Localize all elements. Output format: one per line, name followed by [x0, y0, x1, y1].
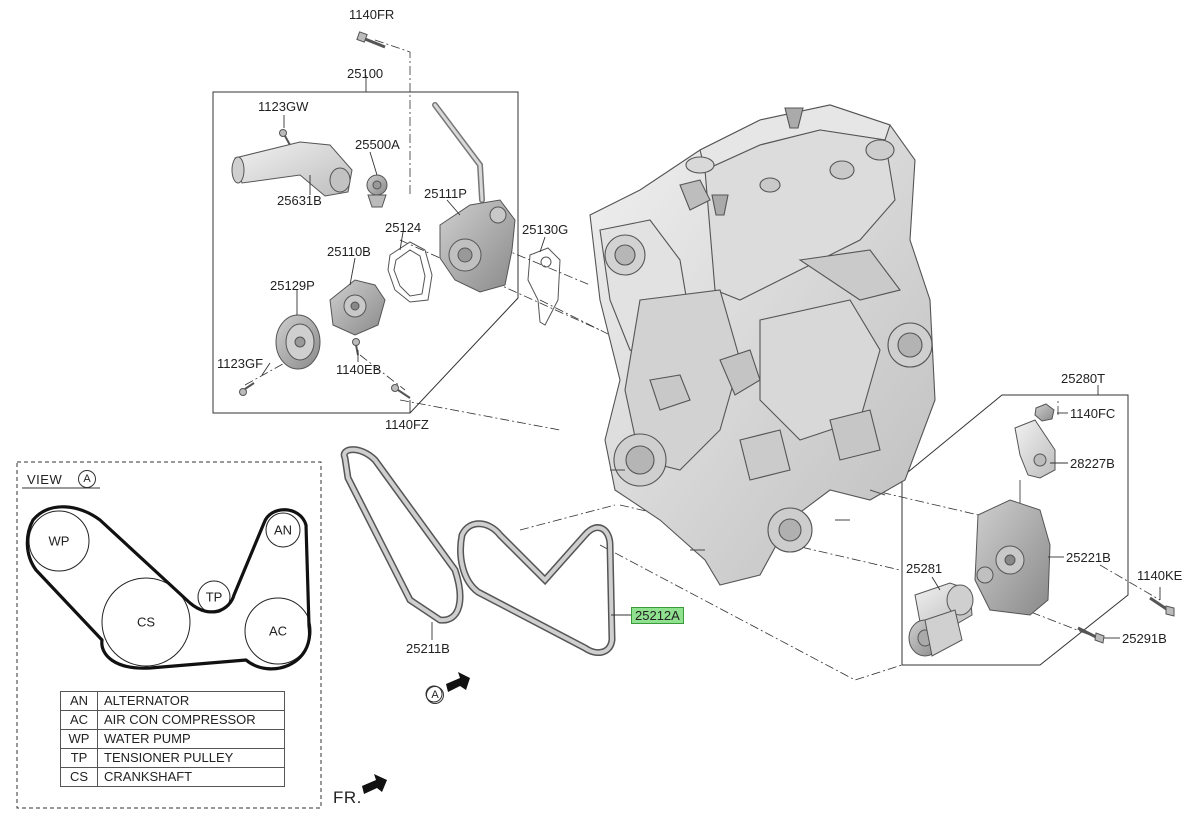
legend-row: CS CRANKSHAFT	[60, 767, 285, 787]
belt-25211b	[340, 446, 464, 624]
thermostat-25500a	[366, 174, 388, 208]
bolt-1140fc	[1034, 403, 1055, 422]
tensioner-bracket-25221b	[974, 499, 1051, 616]
engine-block	[589, 104, 936, 586]
bolt-1123gf	[239, 382, 255, 396]
leader-lines	[261, 75, 1161, 640]
legend-row: TP TENSIONER PULLEY	[60, 748, 285, 768]
pulley-label-cs: CS	[136, 614, 156, 630]
front-label: FR.	[333, 788, 362, 807]
water-pump-25110b	[329, 279, 386, 336]
part-label-25130g[interactable]: 25130G	[522, 222, 569, 237]
legend-name: ALTERNATOR	[97, 691, 285, 711]
bolt-1140ke	[1149, 596, 1175, 617]
legend-row: AN ALTERNATOR	[60, 691, 285, 711]
legend-code: AC	[60, 710, 98, 730]
part-label-1123gw[interactable]: 1123GW	[258, 99, 309, 114]
front-arrow	[362, 774, 387, 794]
part-label-25129p[interactable]: 25129P	[270, 278, 315, 293]
legend-code: TP	[60, 748, 98, 768]
part-label-25291b[interactable]: 25291B	[1122, 631, 1167, 646]
part-label-25111p[interactable]: 25111P	[424, 186, 467, 201]
part-label-25631b[interactable]: 25631B	[277, 193, 322, 208]
part-label-1140fz[interactable]: 1140FZ	[385, 417, 429, 432]
coolant-fitting-25631b	[231, 141, 353, 197]
part-label-25100[interactable]: 25100	[347, 66, 384, 81]
part-label-1140fr[interactable]: 1140FR	[349, 7, 395, 22]
legend-code: CS	[60, 767, 98, 787]
pulley-label-wp: WP	[48, 533, 70, 549]
pulley-circles	[28, 510, 312, 667]
tensioner-group-box	[901, 394, 1129, 666]
water-pump-housing	[439, 199, 516, 293]
legend-row: WP WATER PUMP	[60, 729, 285, 749]
bracket-28227b	[1014, 419, 1056, 505]
pulley-label-tp: TP	[205, 589, 223, 605]
part-label-25124[interactable]: 25124	[385, 220, 422, 235]
legend-row: AC AIR CON COMPRESSOR	[60, 710, 285, 730]
view-belt-route	[25, 505, 312, 671]
belt-25212a	[457, 520, 616, 656]
bolt-1140eb	[352, 338, 360, 356]
water-pipe-25111p	[432, 102, 485, 203]
part-label-28227b[interactable]: 28227B	[1070, 456, 1115, 471]
pulley-label-an: AN	[273, 522, 293, 538]
bolt-1140fr	[356, 31, 386, 49]
gasket-25124	[387, 241, 433, 303]
legend-name: CRANKSHAFT	[97, 767, 285, 787]
part-label-1123gf[interactable]: 1123GF	[217, 356, 264, 371]
part-label-25212a[interactable]: 25212A	[631, 607, 684, 624]
bolt-1123gw	[279, 129, 291, 146]
view-a-box	[16, 461, 322, 809]
pulley-25129p	[275, 314, 321, 370]
legend-name: WATER PUMP	[97, 729, 285, 749]
part-label-25500a[interactable]: 25500A	[355, 137, 400, 152]
pulley-legend-table: AN ALTERNATOR AC AIR CON COMPRESSOR WP W…	[60, 691, 285, 787]
bolt-1140fz	[391, 384, 411, 399]
water-pump-group-box	[212, 91, 519, 414]
view-title: VIEW	[27, 472, 63, 487]
part-label-1140fc[interactable]: 1140FC	[1070, 406, 1116, 421]
part-label-25110b[interactable]: 25110B	[327, 244, 371, 259]
part-label-1140ke[interactable]: 1140KE	[1137, 568, 1183, 583]
part-label-1140eb[interactable]: 1140EB	[336, 362, 382, 377]
legend-code: AN	[60, 691, 98, 711]
pulley-label-ac: AC	[268, 623, 288, 639]
part-label-25221b[interactable]: 25221B	[1066, 550, 1111, 565]
bolt-25291b	[1077, 626, 1105, 644]
view-marker: A	[78, 470, 96, 488]
part-label-25280t[interactable]: 25280T	[1061, 371, 1106, 386]
legend-code: WP	[60, 729, 98, 749]
part-label-25281[interactable]: 25281	[906, 561, 943, 576]
gasket-25130g	[527, 247, 561, 326]
tensioner-25281	[908, 582, 974, 657]
direction-marker: A	[426, 686, 444, 704]
legend-name: AIR CON COMPRESSOR	[97, 710, 285, 730]
legend-name: TENSIONER PULLEY	[97, 748, 285, 768]
part-label-25211b[interactable]: 25211B	[406, 641, 450, 656]
